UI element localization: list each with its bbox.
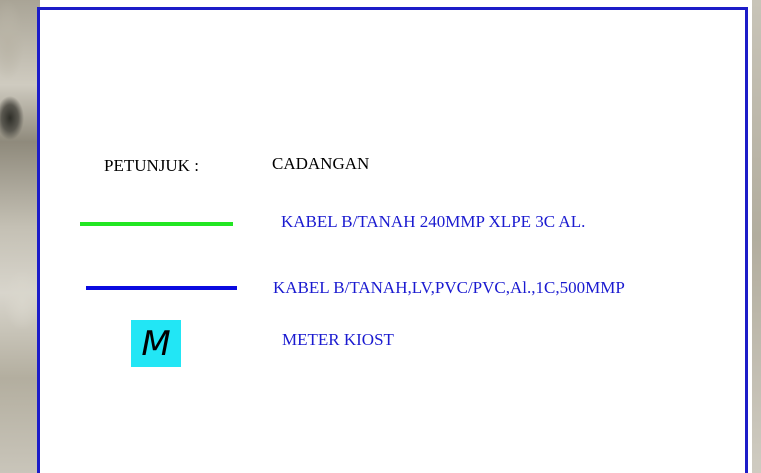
legend-panel (37, 7, 748, 473)
map-background-left (0, 0, 40, 473)
meter-kiosk-glyph: M (141, 323, 171, 364)
green-cable-label: KABEL B/TANAH 240MMP XLPE 3C AL. (281, 212, 586, 231)
meter-kiosk-label: METER KIOST (282, 330, 394, 349)
meter-kiosk-symbol: M (131, 320, 181, 367)
blue-cable-label: KABEL B/TANAH,LV,PVC/PVC,Al.,1C,500MMP (273, 278, 625, 297)
blue-cable-line-symbol (86, 286, 237, 290)
legend-reserve-label: CADANGAN (272, 154, 370, 173)
green-cable-line-symbol (80, 222, 233, 226)
legend-heading: PETUNJUK : (104, 156, 199, 175)
map-background-right (752, 0, 761, 473)
